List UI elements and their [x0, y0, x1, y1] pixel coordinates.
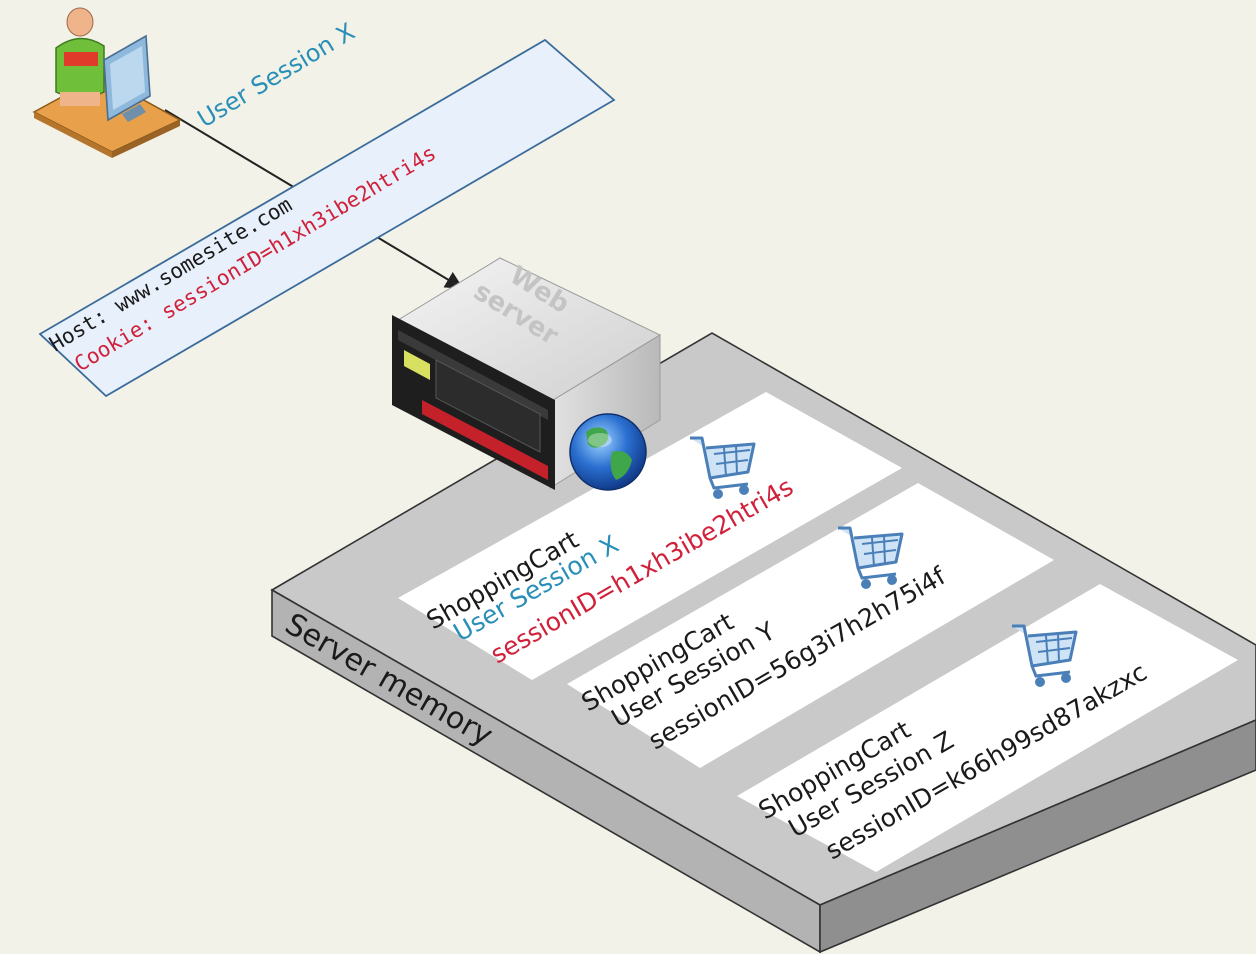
session-card-z-bg: [737, 584, 1238, 872]
shopping-cart-icon: [1012, 624, 1078, 687]
user-at-computer-icon: [32, 7, 182, 158]
user-session-label: User Session X: [193, 17, 360, 133]
shopping-cart-icon: [838, 526, 904, 589]
memory-slab-side: [819, 719, 1256, 954]
shopping-cart-icon: [690, 436, 756, 499]
request-banner-bg: [38, 38, 616, 398]
session-card-y-bg: [567, 483, 1054, 768]
session-card-x-bg: [398, 392, 902, 680]
globe-icon: [569, 413, 647, 491]
request-cookie-line: Cookie: sessionID=h1xh3ibe2htri4s: [70, 141, 440, 376]
